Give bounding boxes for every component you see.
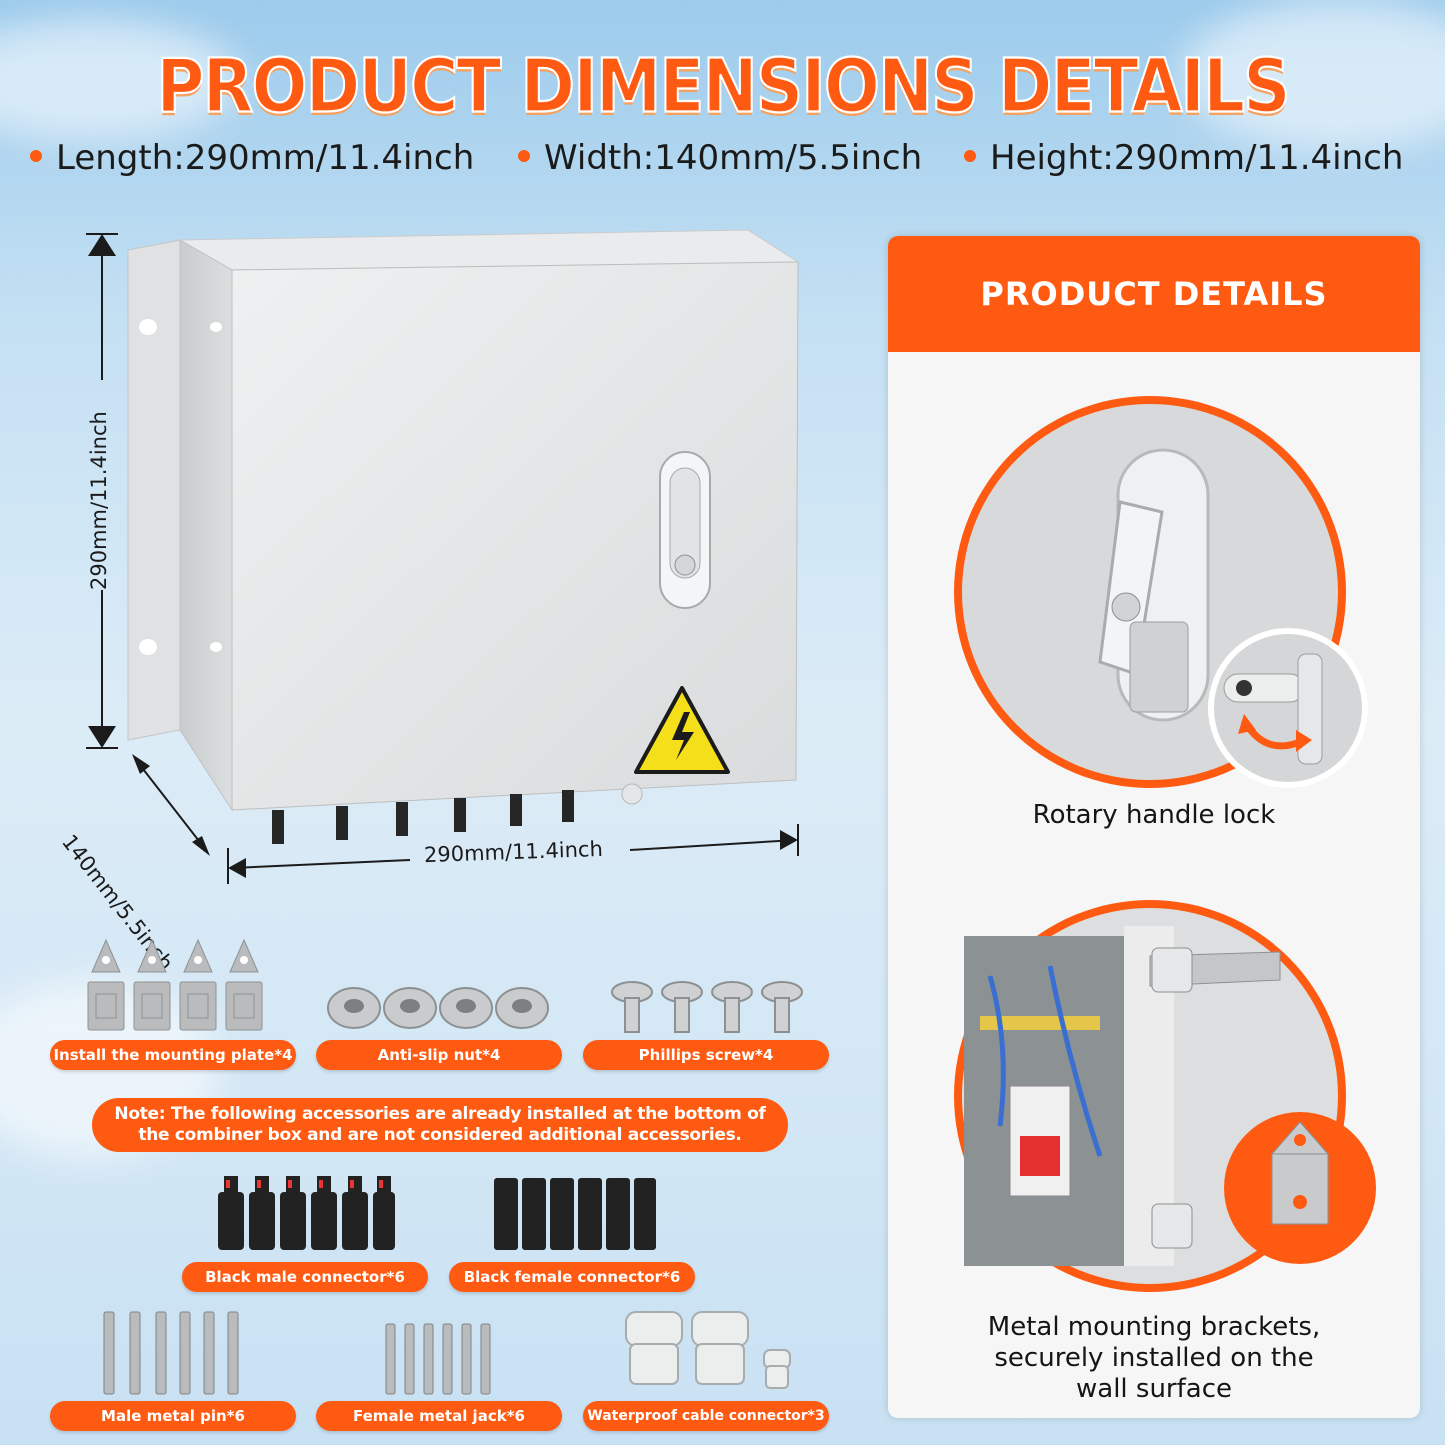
- anti-slip-nut-label: Anti-slip nut*4: [316, 1040, 562, 1070]
- female-jack-icon: [384, 1322, 496, 1400]
- male-metal-pin-label: Male metal pin*6: [50, 1401, 296, 1431]
- phillips-screw-label: Phillips screw*4: [583, 1040, 829, 1070]
- female-metal-jack-label: Female metal jack*6: [316, 1401, 562, 1431]
- combiner-box-illustration: [86, 229, 800, 884]
- screw-icon: [610, 980, 810, 1040]
- product-details-panel: PRODUCT DETAILS Rotary handle lock: [888, 236, 1420, 1418]
- nut-icon: [326, 984, 556, 1038]
- male-connector-label: Black male connector*6: [182, 1262, 428, 1292]
- female-connector-icon: [492, 1176, 658, 1256]
- female-connector-label: Black female connector*6: [449, 1262, 695, 1292]
- height-dimension-label: 290mm/11.4inch: [87, 411, 111, 590]
- mounting-plate-icon: [84, 938, 264, 1038]
- note-line-2: the combiner box and are not considered …: [138, 1125, 742, 1145]
- dimension-summary: Length:290mm/11.4inch Width:140mm/5.5inc…: [0, 138, 1445, 188]
- bullet-icon: [964, 149, 976, 162]
- mounting-bracket-caption: Metal mounting brackets, securely instal…: [987, 1312, 1321, 1404]
- mounting-plate-label: Install the mounting plate*4: [50, 1040, 296, 1070]
- height-spec: Height:290mm/11.4inch: [964, 138, 1403, 178]
- cloud: [1180, 0, 1445, 150]
- cable-connector-label: Waterproof cable connector*3: [583, 1401, 829, 1431]
- page-title: PRODUCT DIMENSIONS DETAILS: [155, 42, 1291, 130]
- male-connector-icon: [216, 1174, 396, 1256]
- rotary-lock-caption: Rotary handle lock: [1032, 800, 1276, 830]
- cable-gland-icon: [620, 1310, 800, 1398]
- bullet-icon: [30, 149, 42, 162]
- panel-title: PRODUCT DETAILS: [888, 236, 1420, 352]
- width-spec: Width:140mm/5.5inch: [518, 138, 922, 178]
- accessories-note: Note: The following accessories are alre…: [92, 1098, 788, 1152]
- cloud: [0, 20, 240, 140]
- combiner-box-drawing: 290mm/11.4inch 140mm/5.5inch 290mm/11.4i…: [0, 220, 870, 975]
- length-spec: Length:290mm/11.4inch: [30, 138, 474, 178]
- rotate-arrow-icon: [1208, 628, 1368, 788]
- bullet-icon: [518, 149, 530, 162]
- note-line-1: Note: The following accessories are alre…: [114, 1104, 766, 1124]
- male-pin-icon: [100, 1310, 250, 1400]
- bracket-plate-icon: [1224, 1112, 1376, 1264]
